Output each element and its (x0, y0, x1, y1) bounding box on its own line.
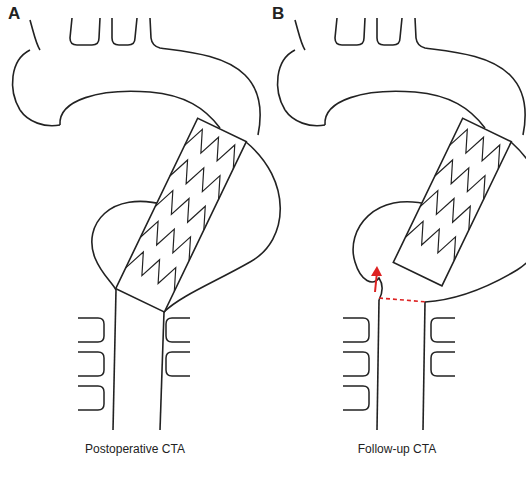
stent-strut (155, 187, 213, 230)
panel-letter: B (272, 4, 284, 24)
stent-strut (126, 248, 184, 291)
stent-strut (450, 125, 508, 168)
panel-caption: Follow-up CTA (347, 442, 447, 457)
stent-strut (405, 217, 463, 260)
stent-strut (185, 125, 243, 168)
stent-strut (420, 187, 478, 230)
stent-strut (170, 156, 228, 199)
panel-a-aorta (13, 18, 281, 430)
stent-strut (140, 217, 198, 260)
panel-caption: Postoperative CTA (85, 442, 185, 457)
panel-letter: A (8, 4, 20, 24)
panel-b-aorta (278, 18, 526, 430)
stent-strut (435, 156, 493, 199)
